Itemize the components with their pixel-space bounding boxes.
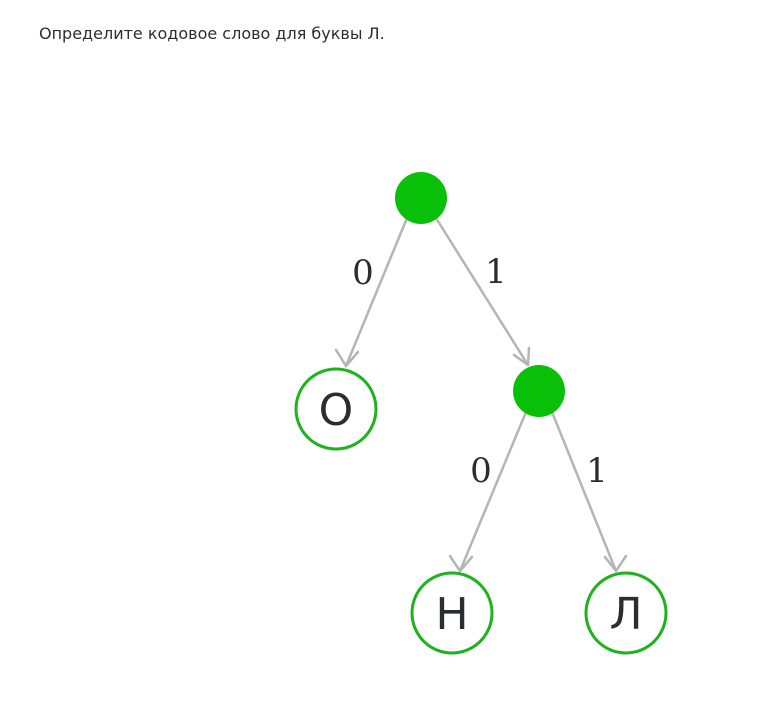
edge-label-root-right: 1 (485, 252, 507, 292)
edge-label-inner-left: 0 (470, 451, 492, 491)
leaf-letter-o: О (319, 385, 354, 436)
edge-label-inner-right: 1 (586, 451, 608, 491)
edge-root-left (334, 216, 409, 368)
leaf-letter-l: Л (609, 589, 642, 640)
leaf-node-l: Л (584, 571, 668, 655)
root-node (395, 172, 447, 224)
edge-inner-right (550, 410, 628, 573)
edge-label-root-left: 0 (352, 253, 374, 293)
question-text: Определите кодовое слово для буквы Л. (39, 24, 385, 43)
inner-node (513, 365, 565, 417)
edge-inner-left (448, 410, 528, 573)
leaf-node-n: Н (410, 571, 494, 655)
leaf-letter-n: Н (435, 589, 468, 640)
leaf-node-o: О (294, 367, 378, 451)
edge-root-right (434, 216, 531, 367)
